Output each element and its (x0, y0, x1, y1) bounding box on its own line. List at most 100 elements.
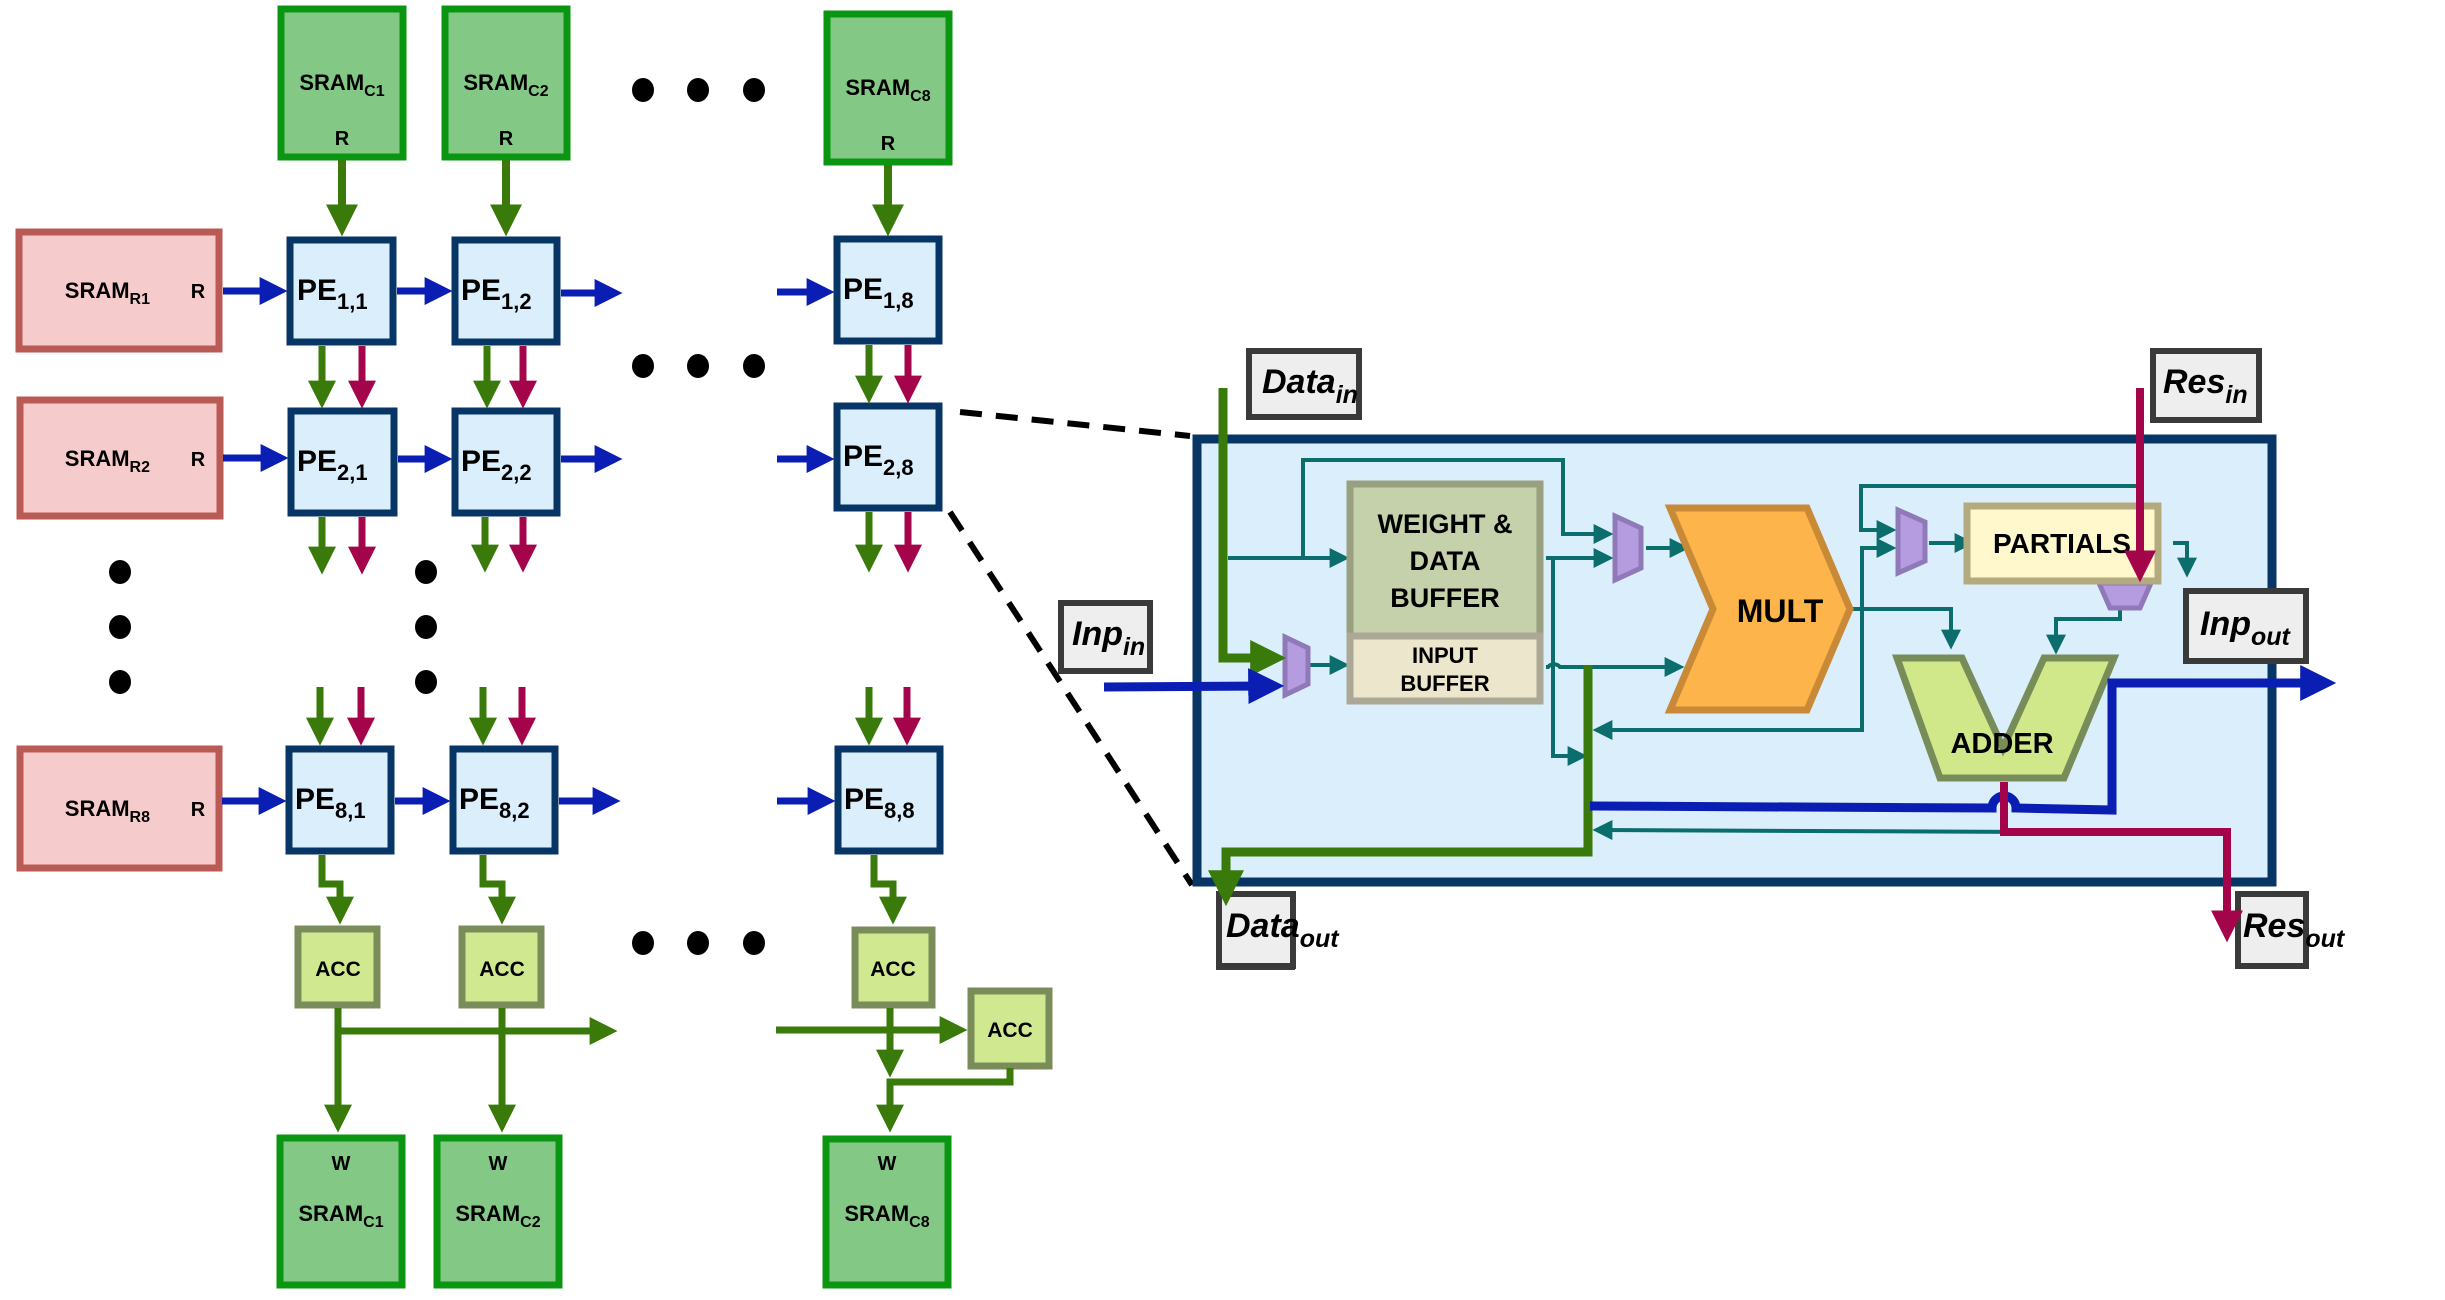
port-inp-in: Inpin (1058, 600, 1153, 674)
input-buffer: INPUT BUFFER (1346, 632, 1544, 705)
column-sram-write-c8: W SRAMC8 (822, 1135, 952, 1289)
column-read-wires (326, 160, 904, 237)
acc-final: ACC (967, 987, 1053, 1070)
svg-text:DATA: DATA (1410, 546, 1481, 576)
row-input-wires (222, 277, 836, 815)
acc-output-wires (324, 1008, 1014, 1133)
mult-unit: MULT (1664, 504, 1854, 714)
acc-col2: ACC (458, 925, 545, 1009)
svg-text:Inpout: Inpout (2200, 605, 2292, 651)
svg-text:ACC: ACC (479, 958, 525, 981)
ellipsis-dots (109, 78, 765, 955)
svg-text:SRAMR1: SRAMR1 (65, 278, 150, 308)
svg-text:PE2,8: PE2,8 (843, 440, 914, 480)
pe-2-1[interactable]: PE2,1 (287, 407, 398, 517)
ellipsis-dot (415, 670, 437, 694)
pe-8-8[interactable]: PE8,8 (834, 745, 944, 855)
pe-1-8[interactable]: PE1,8 (833, 235, 943, 345)
port-data-in: Datain (1246, 348, 1362, 420)
svg-text:PE2,1: PE2,1 (297, 445, 368, 485)
ellipsis-dot (632, 78, 654, 102)
column-sram-write-c1: W SRAMC1 (276, 1134, 406, 1289)
ellipsis-dot (687, 78, 709, 102)
svg-text:PE8,1: PE8,1 (295, 783, 366, 823)
ellipsis-dot (687, 931, 709, 955)
svg-text:R: R (499, 128, 514, 150)
port-data-out-box: Dataout (1216, 891, 1340, 969)
zoom-indicator-lines (947, 409, 1195, 887)
svg-text:Resout: Resout (2243, 907, 2346, 953)
column-flow-wires (306, 345, 922, 746)
svg-text:Inpin: Inpin (1072, 615, 1145, 661)
pe-2-2[interactable]: PE2,2 (451, 407, 561, 517)
svg-text:R: R (881, 133, 896, 155)
row-sram-r1: SRAMR1 R (15, 228, 223, 353)
column-sram-read-c1: SRAMC1 R (277, 5, 407, 161)
adder-unit: ADDER (1892, 654, 2120, 782)
svg-text:SRAMR2: SRAMR2 (65, 446, 150, 476)
svg-text:W: W (489, 1153, 508, 1175)
ellipsis-dot (415, 615, 437, 639)
svg-text:SRAMR8: SRAMR8 (65, 796, 150, 826)
pe-1-1[interactable]: PE1,1 (286, 236, 397, 346)
pe-1-2[interactable]: PE1,2 (451, 236, 561, 346)
svg-text:SRAMC1: SRAMC1 (298, 1201, 383, 1231)
svg-text:MULT: MULT (1737, 593, 1824, 629)
ellipsis-dot (632, 931, 654, 955)
svg-text:Dataout: Dataout (1226, 907, 1340, 953)
ellipsis-dot (109, 615, 131, 639)
ellipsis-dot (109, 560, 131, 584)
acc-col8: ACC (851, 926, 936, 1009)
pe-grid: PE1,1 PE1,2 PE1,8 PE2,1 PE2,2 PE2,8 PE8,… (285, 235, 944, 855)
ellipsis-dot (743, 931, 765, 955)
ellipsis-dot (743, 78, 765, 102)
svg-text:PARTIALS: PARTIALS (1993, 528, 2131, 559)
svg-text:PE1,8: PE1,8 (843, 273, 914, 313)
pe-to-acc-wires (318, 855, 907, 925)
svg-text:W: W (878, 1153, 897, 1175)
ellipsis-dot (743, 354, 765, 378)
internal-wires (1228, 458, 2197, 841)
svg-text:SRAMC2: SRAMC2 (463, 70, 548, 100)
svg-text:PE8,2: PE8,2 (459, 783, 530, 823)
column-sram-read-c2: SRAMC2 R (441, 5, 571, 161)
partials-register: PARTIALS (1963, 502, 2162, 585)
port-res-out: Resout (2235, 891, 2346, 969)
pe-8-2[interactable]: PE8,2 (449, 745, 559, 855)
svg-text:R: R (191, 799, 206, 821)
svg-text:WEIGHT &: WEIGHT & (1378, 509, 1513, 539)
mux-adder-operand (2095, 580, 2155, 611)
column-sram-read-c8: SRAMC8 R (823, 10, 953, 166)
port-inp-out: Inpout (2183, 588, 2309, 664)
row-sram-r8: SRAMR8 R (16, 745, 223, 872)
systolic-array: SRAMC1 R SRAMC2 R SRAMC8 R (15, 5, 1053, 1289)
svg-text:W: W (332, 1153, 351, 1175)
mux-input-select (1282, 633, 1311, 699)
port-res-in: Resin (2150, 348, 2262, 423)
svg-text:SRAMC2: SRAMC2 (455, 1201, 540, 1231)
mux-mult-operand (1612, 512, 1644, 584)
svg-text:ACC: ACC (870, 958, 916, 981)
svg-text:Datain: Datain (1262, 363, 1358, 409)
svg-text:SRAMC8: SRAMC8 (845, 75, 930, 105)
ellipsis-dot (415, 560, 437, 584)
svg-text:R: R (191, 281, 206, 303)
svg-text:ACC: ACC (315, 958, 361, 981)
svg-text:ADDER: ADDER (1950, 728, 2053, 760)
result-wires (2000, 388, 2243, 943)
svg-text:PE2,2: PE2,2 (461, 445, 532, 485)
pe-2-8[interactable]: PE2,8 (833, 402, 943, 512)
ellipsis-dot (687, 354, 709, 378)
svg-text:SRAMC8: SRAMC8 (844, 1201, 929, 1231)
svg-text:Resin: Resin (2163, 363, 2248, 409)
svg-text:BUFFER: BUFFER (1390, 583, 1500, 613)
svg-text:ACC: ACC (987, 1019, 1033, 1042)
svg-text:SRAMC1: SRAMC1 (299, 70, 384, 100)
mux-partials-select (1895, 506, 1928, 577)
svg-text:INPUT: INPUT (1412, 643, 1479, 668)
data-bus-wires (1208, 388, 1593, 907)
acc-col1: ACC (294, 925, 381, 1009)
pe-detail: Datain Resin Inpin Inpout Dataout Resout (1058, 348, 2346, 970)
pe-8-1[interactable]: PE8,1 (285, 745, 395, 855)
